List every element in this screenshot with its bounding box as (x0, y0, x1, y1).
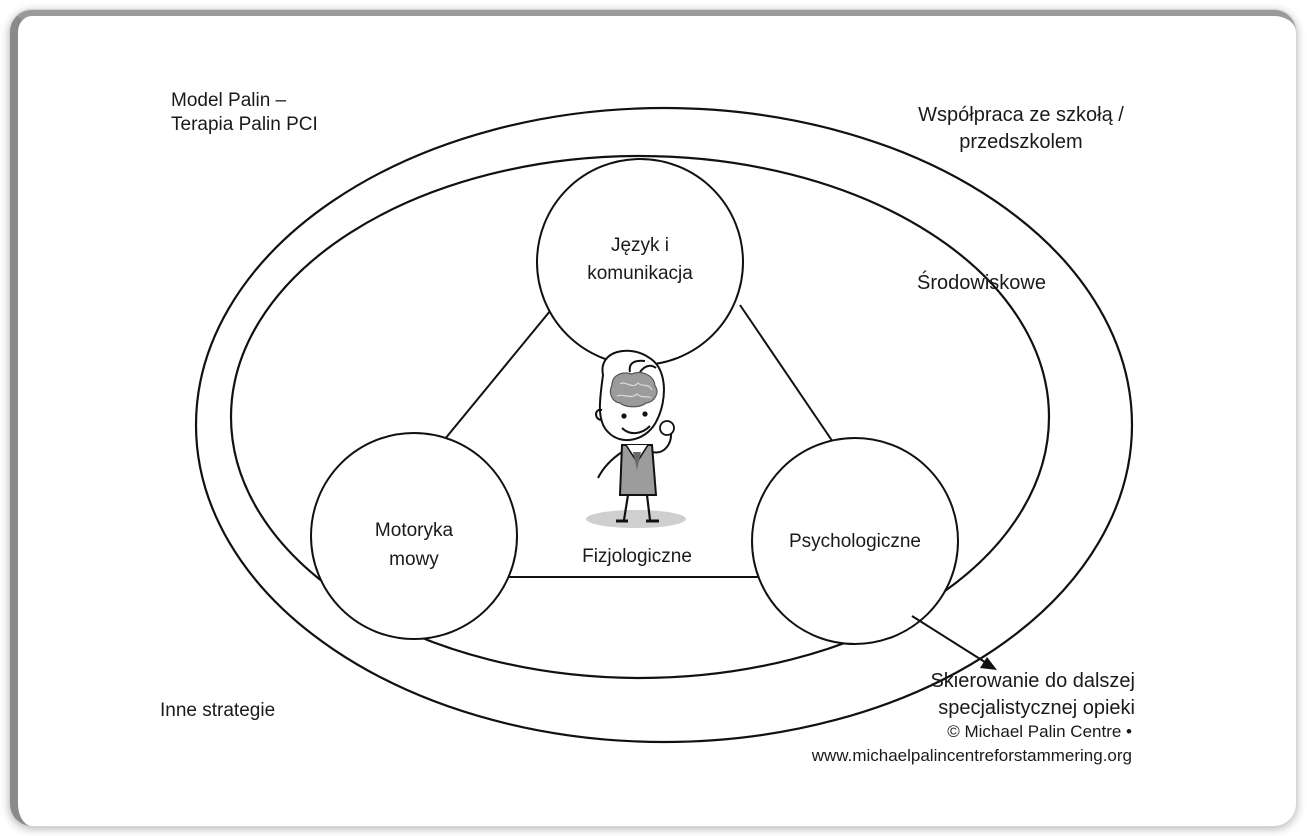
psych-circle (751, 437, 959, 645)
referral-label-line1: Skierowanie do dalszej (930, 670, 1135, 692)
model-title: Model Palin – Terapia Palin PCI (171, 89, 318, 137)
thinking-figure-icon (586, 349, 686, 528)
motor-label-line1: Motoryka (374, 520, 454, 541)
motor-label-line2: mowy (389, 549, 439, 570)
model-title-line1: Model Palin – (171, 90, 287, 111)
psychological-label: Psychologiczne (788, 531, 922, 552)
copyright-notice: © Michael Palin Centre • www.michaelpali… (812, 720, 1132, 768)
school-cooperation-line2: przedszkolem (959, 131, 1083, 153)
connector-language-motor (439, 304, 556, 446)
inner-ellipse (229, 154, 1051, 680)
model-title-line2: Terapia Palin PCI (171, 114, 318, 135)
language-label: Język i komunikacja (587, 232, 693, 288)
connector-language-psych (739, 304, 836, 446)
language-label-line1: Język i (610, 235, 670, 256)
referral-label: Skierowanie do dalszej specjalistycznej … (930, 668, 1135, 722)
physiological-label: Fizjologiczne (582, 546, 692, 567)
other-strategies-label: Inne strategie (160, 700, 276, 721)
copyright-website: www.michaelpalincentreforstammering.org (811, 746, 1132, 765)
brain-icon (609, 371, 658, 408)
environmental-label: Środowiskowe (917, 272, 1046, 294)
referral-arrow (911, 615, 997, 670)
copyright-line1: © Michael Palin Centre • (947, 722, 1132, 741)
school-cooperation-line1: Współpraca ze szkołą / (918, 104, 1124, 126)
referral-label-line2: specjalistycznej opieki (938, 697, 1135, 719)
school-cooperation-label: Współpraca ze szkołą / przedszkolem (918, 102, 1124, 156)
motor-label: Motoryka mowy (375, 516, 453, 574)
motor-circle (310, 432, 518, 640)
outer-ellipse (194, 106, 1134, 744)
language-label-line2: komunikacja (587, 263, 693, 284)
